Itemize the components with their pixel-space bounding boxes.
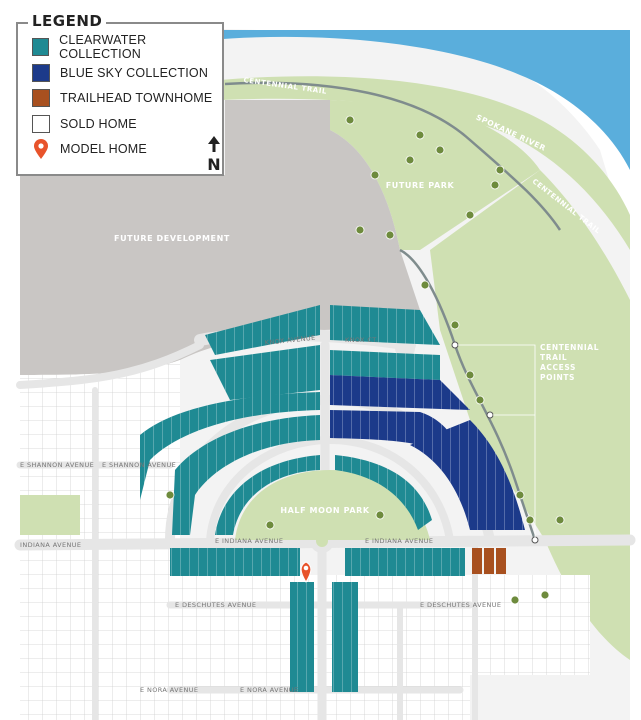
legend-item-trailhead: TRAILHEAD TOWNHOME [32, 88, 212, 108]
trail-access-point [451, 341, 459, 349]
label-half-moon-park: HALF MOON PARK [280, 506, 370, 515]
trailhead-swatch [32, 89, 50, 107]
trees [165, 115, 565, 605]
west-park [20, 495, 80, 535]
legend-item-sold: SOLD HOME [32, 114, 137, 134]
trailhead-townhomes [472, 548, 506, 574]
legend-item-clearwater: CLEARWATER COLLECTION [32, 33, 222, 61]
blue-sky-lots [330, 375, 525, 530]
label-nora-avenue-west: E NORA AVENUE [140, 686, 198, 694]
legend-title: LEGEND [28, 12, 107, 30]
legend-label: MODEL HOME [60, 142, 147, 156]
half-moon-park [235, 470, 430, 540]
north-label: N [207, 155, 220, 174]
future-development-area [20, 100, 430, 375]
model-home-pin [300, 561, 312, 583]
label-access-points-3: ACCESS [540, 363, 576, 372]
access-leader-lines [458, 344, 536, 540]
legend-item-blue-sky: BLUE SKY COLLECTION [32, 63, 208, 83]
legend-item-model-home: MODEL HOME [32, 139, 147, 159]
label-deschutes-avenue-west: E DESCHUTES AVENUE [175, 601, 256, 609]
label-indiana-avenue-center: E INDIANA AVENUE [215, 537, 283, 545]
label-access-points-1: CENTENNIAL [540, 343, 599, 352]
label-deschutes-avenue-east: E DESCHUTES AVENUE [420, 601, 501, 609]
label-nora-avenue: E NORA AVENUE [240, 686, 298, 694]
label-shannon-avenue: E SHANNON AVENUE [102, 461, 176, 469]
legend: LEGEND CLEARWATER COLLECTION BLUE SKY CO… [16, 12, 224, 176]
label-future-park: FUTURE PARK [386, 181, 455, 190]
legend-label: TRAILHEAD TOWNHOME [60, 91, 213, 105]
trail-access-point [486, 411, 494, 419]
label-future-development: FUTURE DEVELOPMENT [114, 234, 230, 243]
label-indiana-avenue-west: INDIANA AVENUE [20, 541, 81, 549]
clearwater-lots [140, 305, 465, 692]
north-arrow-icon: N [204, 134, 224, 174]
southeast-neighborhood [470, 575, 590, 675]
blue-sky-swatch [32, 64, 50, 82]
label-access-points-4: POINTS [540, 373, 575, 382]
clearwater-swatch [32, 38, 50, 56]
legend-label: CLEARWATER COLLECTION [59, 33, 147, 61]
spokane-river [210, 30, 630, 170]
label-shannon-avenue-west: E SHANNON AVENUE [20, 461, 94, 469]
river-greenbelt [220, 76, 630, 250]
label-access-points-2: TRAIL [540, 353, 567, 362]
south-neighborhood [160, 575, 470, 720]
map-pin-icon [32, 138, 50, 160]
legend-label: BLUE SKY COLLECTION [60, 66, 209, 80]
future-park-area [330, 100, 540, 250]
label-knox-ct: KNOX CT. [345, 336, 378, 344]
sold-swatch [32, 115, 50, 133]
label-indiana-avenue-east: E INDIANA AVENUE [365, 537, 433, 545]
legend-label: SOLD HOME [60, 117, 137, 131]
